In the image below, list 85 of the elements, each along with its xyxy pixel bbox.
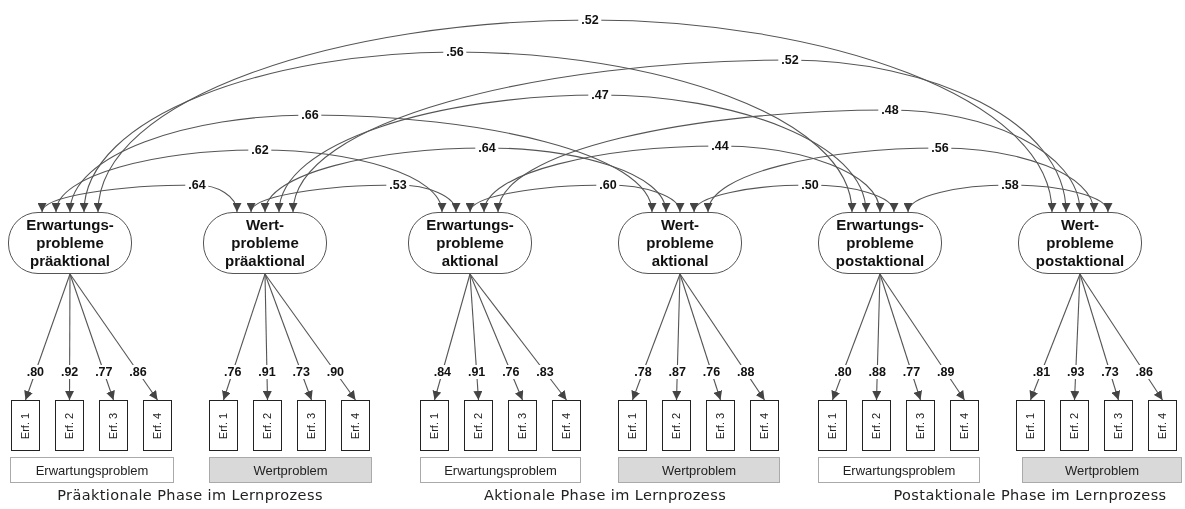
arrow — [469, 273, 524, 401]
indicator-box: Erf. 4 — [750, 400, 779, 451]
double-headed-arrow — [67, 114, 655, 213]
edge-label: .44 — [708, 139, 732, 153]
indicator-box: Erf. 2 — [862, 400, 891, 451]
indicator-box: Erf. 3 — [99, 400, 128, 451]
indicator-box: Erf. 1 — [420, 400, 449, 451]
indicator-box: Erf. 2 — [1060, 400, 1089, 451]
indicator-box: Erf. 1 — [618, 400, 647, 451]
arrow — [679, 273, 723, 401]
double-headed-arrow — [468, 184, 683, 213]
edge-label: .50 — [798, 178, 822, 192]
indicator-box: Erf. 1 — [818, 400, 847, 451]
edge-label: .47 — [588, 88, 612, 102]
arrow — [1070, 273, 1081, 401]
indicator-box: Erf. 4 — [341, 400, 370, 451]
double-headed-arrow — [41, 184, 241, 213]
indicator-box: Erf. 4 — [950, 400, 979, 451]
indicator-box: Erf. 1 — [1016, 400, 1045, 451]
edge-label: .64 — [185, 178, 209, 192]
indicator-box: Erf. 3 — [297, 400, 326, 451]
double-headed-arrow — [276, 94, 870, 213]
double-headed-arrow — [95, 19, 1055, 213]
arrow — [69, 273, 115, 401]
edge-label: .62 — [248, 143, 272, 157]
edge-label: .58 — [998, 178, 1022, 192]
double-headed-arrow — [250, 184, 460, 213]
double-headed-arrow — [481, 145, 883, 213]
group-label-box: Erwartungsproblem — [420, 457, 581, 483]
double-headed-arrow — [81, 51, 855, 213]
indicator-box: Erf. 3 — [706, 400, 735, 451]
group-label-box: Erwartungsproblem — [818, 457, 980, 483]
group-label-box: Erwartungsproblem — [10, 457, 174, 483]
arrow — [631, 273, 681, 401]
edge-label: .64 — [475, 141, 499, 155]
phase-caption: Präaktionale Phase im Lernprozess — [57, 487, 323, 503]
indicator-box: Erf. 1 — [209, 400, 238, 451]
arrow — [469, 273, 483, 401]
indicator-box: Erf. 2 — [253, 400, 282, 451]
arrow — [679, 273, 766, 401]
phase-caption: Aktionale Phase im Lernprozess — [483, 487, 727, 503]
edge-label: .48 — [878, 103, 902, 117]
double-headed-arrow — [495, 109, 1084, 213]
arrow — [432, 273, 471, 401]
arrow — [264, 273, 357, 401]
double-headed-arrow — [692, 184, 897, 213]
double-headed-arrow — [905, 184, 1111, 213]
double-headed-arrow — [705, 147, 1097, 213]
indicator-box: Erf. 1 — [11, 400, 40, 451]
arrow — [69, 273, 159, 401]
indicator-box: Erf. 3 — [508, 400, 537, 451]
double-headed-arrow — [53, 149, 445, 213]
edge-label: .52 — [778, 53, 802, 67]
group-label-box: Wertproblem — [618, 457, 780, 483]
arrow — [831, 273, 881, 401]
arrow — [872, 273, 882, 401]
double-headed-arrow — [262, 147, 669, 213]
arrow — [879, 273, 966, 401]
group-label-box: Wertproblem — [209, 457, 372, 483]
edge-label: .52 — [578, 13, 602, 27]
indicator-box: Erf. 2 — [55, 400, 84, 451]
indicator-box: Erf. 3 — [906, 400, 935, 451]
indicator-box: Erf. 4 — [143, 400, 172, 451]
edge-label: .60 — [596, 178, 620, 192]
edge-label: .66 — [298, 108, 322, 122]
phase-caption: Postaktionale Phase im Lernprozess — [893, 487, 1167, 503]
indicator-box: Erf. 2 — [662, 400, 691, 451]
arrow — [879, 273, 923, 401]
group-label-box: Wertproblem — [1022, 457, 1182, 483]
indicator-box: Erf. 2 — [464, 400, 493, 451]
arrow — [262, 273, 272, 401]
edge-label: .56 — [928, 141, 952, 155]
indicator-box: Erf. 4 — [552, 400, 581, 451]
arrow — [1029, 273, 1081, 401]
arrow — [1079, 273, 1164, 401]
indicator-box: Erf. 4 — [1148, 400, 1177, 451]
edge-label: .56 — [443, 45, 467, 59]
arrow — [672, 273, 682, 401]
arrow — [469, 273, 568, 401]
arrow — [1079, 273, 1121, 401]
indicator-box: Erf. 3 — [1104, 400, 1133, 451]
arrow — [65, 273, 75, 401]
edge-label: .53 — [386, 178, 410, 192]
double-headed-arrow — [290, 59, 1070, 213]
arrow — [264, 273, 313, 401]
